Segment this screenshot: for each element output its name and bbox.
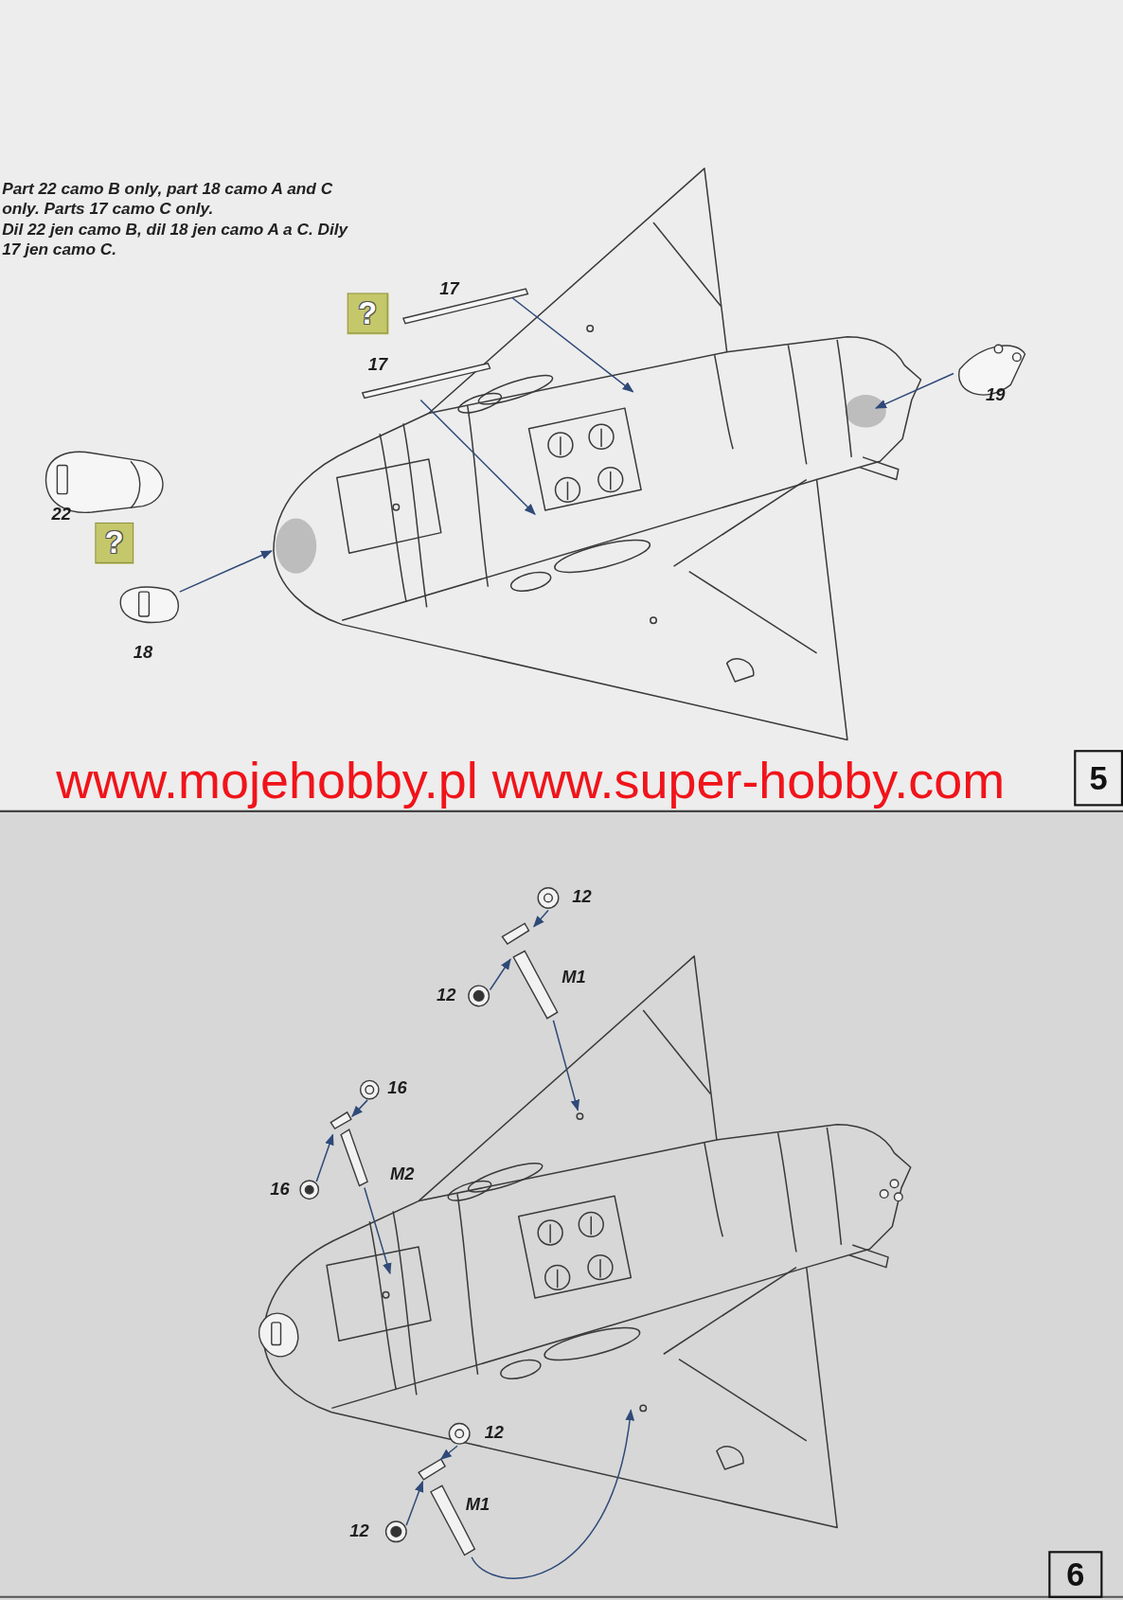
node-text: ?	[357, 298, 377, 329]
nose-cone-part	[120, 587, 179, 623]
wheel-part	[544, 893, 553, 903]
wheel-part	[448, 1424, 470, 1445]
strut-part	[501, 923, 529, 945]
glue-area	[275, 518, 317, 574]
assembly-note: Part 22 camo B only, part 18 camo A and …	[1, 178, 362, 220]
leader-line	[352, 1100, 368, 1117]
wheel-part	[537, 888, 559, 910]
panel-divider	[0, 1596, 1123, 1599]
strut-part	[513, 951, 557, 1019]
question-icon: ?	[347, 292, 389, 334]
aircraft-underside	[273, 168, 922, 741]
wheel-part	[468, 985, 490, 1007]
detail	[130, 461, 141, 509]
callout-number: M1	[561, 967, 586, 987]
detail	[1013, 353, 1022, 362]
node-text: 6	[1066, 1558, 1085, 1591]
detail	[994, 344, 1003, 354]
rail-part	[403, 288, 529, 324]
callout-number: 12	[484, 1424, 504, 1444]
leader-line	[364, 1188, 391, 1275]
node-text: 5	[1089, 762, 1108, 795]
callout-number: 16	[387, 1079, 407, 1099]
watermark: www.mojehobby.pl www.super-hobby.com	[55, 755, 1005, 807]
detail	[893, 1193, 903, 1202]
step-number-box: 6	[1048, 1550, 1103, 1599]
leader-line	[179, 551, 272, 592]
parts	[46, 288, 1026, 623]
question-icon: ?	[94, 522, 134, 564]
leader-line	[512, 298, 633, 393]
wheel-part	[473, 991, 484, 1002]
leader-line	[490, 959, 512, 990]
wheel-part	[360, 1080, 379, 1099]
detail	[139, 591, 150, 617]
wheel-part	[300, 1180, 319, 1199]
nose-cone-part	[259, 1313, 299, 1357]
strut-part	[340, 1129, 368, 1186]
leader-line	[406, 1481, 423, 1526]
callout-number: 19	[985, 386, 1005, 406]
detail	[890, 1179, 899, 1189]
detail	[879, 1190, 889, 1199]
wheel-part	[304, 1185, 314, 1195]
assembly-note: Dil 22 jen camo B, dil 18 jen camo A a C…	[1, 219, 362, 261]
leader-line	[471, 1410, 631, 1580]
leader-lines	[316, 909, 631, 1579]
callout-number: 22	[51, 505, 71, 525]
leader-line	[552, 1020, 578, 1111]
callout-number: M2	[390, 1164, 414, 1184]
wheel-part	[386, 1521, 408, 1543]
panel-6	[0, 812, 1123, 1600]
leader-lines	[179, 298, 954, 592]
strut-part	[330, 1112, 352, 1129]
leader-line	[441, 1445, 458, 1460]
parts	[259, 888, 904, 1556]
callout-number: 12	[571, 888, 591, 908]
glue-area	[845, 394, 887, 428]
wheel-part	[455, 1429, 464, 1439]
wheel-part	[391, 1526, 402, 1537]
detail	[56, 464, 68, 494]
aircraft-underside	[263, 956, 911, 1529]
step-number-box: 5	[1073, 749, 1123, 806]
detail	[271, 1322, 282, 1346]
callout-number: M1	[465, 1496, 490, 1516]
callout-number: 17	[368, 356, 388, 375]
strut-part	[418, 1459, 446, 1480]
panel-divider	[0, 810, 1123, 813]
panel-5	[0, 0, 1123, 812]
callout-number: 16	[269, 1180, 289, 1200]
leader-line	[420, 400, 535, 516]
leader-line	[875, 373, 954, 409]
callout-number: 18	[133, 643, 153, 663]
callout-number: 12	[436, 986, 456, 1006]
node-text: ?	[105, 527, 125, 558]
callout-number: 12	[349, 1522, 369, 1542]
wheel-part	[365, 1086, 375, 1095]
leader-line	[534, 909, 549, 927]
nose-cone-part	[46, 451, 163, 513]
callout-number: 17	[439, 280, 459, 300]
leader-line	[316, 1135, 333, 1183]
